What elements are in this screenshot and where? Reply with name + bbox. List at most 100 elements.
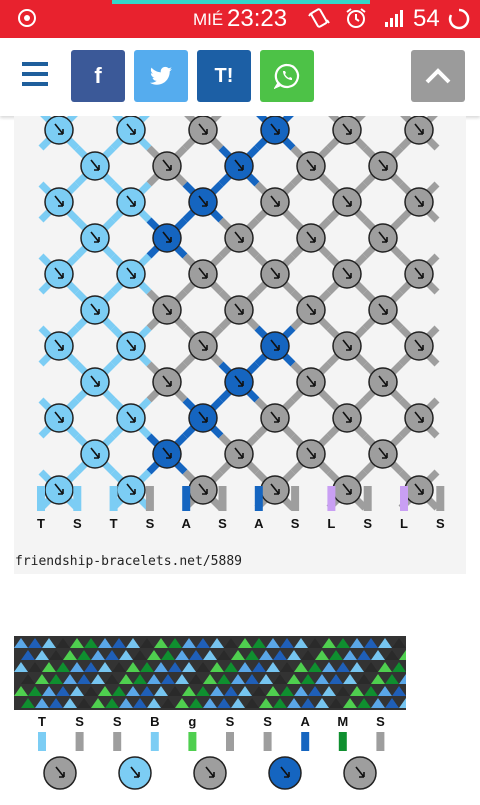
knot (332, 403, 362, 433)
knot (260, 187, 290, 217)
bracelet-stitch (280, 662, 294, 672)
bracelet-stitch (189, 650, 203, 660)
knot (80, 223, 110, 253)
bracelet-stitch (35, 650, 49, 660)
bracelet-stitch (371, 674, 385, 684)
knot (368, 439, 398, 469)
strand-label: M (337, 714, 348, 729)
bracelet-stitch (77, 650, 91, 660)
status-bar: MIÉ 23:23 54 (0, 0, 480, 38)
tumblr-share-button[interactable]: T! (197, 50, 251, 102)
bracelet-stitch (336, 662, 350, 672)
bracelet-stitch (252, 638, 266, 648)
strand-label: L (327, 516, 335, 531)
bracelet-stitch (168, 662, 182, 672)
knot (296, 439, 326, 469)
bracelet-stitch (21, 674, 35, 684)
strand-label: S (291, 516, 300, 531)
knot (152, 295, 182, 325)
bracelet-stitch (385, 674, 399, 684)
bracelet-stitch (14, 662, 28, 672)
knot (260, 259, 290, 289)
bracelet-stitch (322, 686, 336, 696)
bracelet-stitch (392, 638, 406, 648)
bracelet-stitch (119, 674, 133, 684)
knot (188, 259, 218, 289)
bracelet-stitch (301, 650, 315, 660)
bracelet-stitch (259, 674, 273, 684)
bracelet-stitch (231, 650, 245, 660)
strand-label: S (73, 516, 82, 531)
bracelet-stitch (49, 650, 63, 660)
bracelet-stitch (301, 674, 315, 684)
bracelet-stitch (315, 674, 329, 684)
page-load-progress (112, 0, 370, 4)
bracelet-stitch (161, 650, 175, 660)
knot (296, 295, 326, 325)
knot (260, 115, 290, 145)
knot (404, 403, 434, 433)
facebook-share-button[interactable]: f (71, 50, 125, 102)
bracelet-stitch (294, 638, 308, 648)
bracelet-stitch (315, 650, 329, 660)
bracelet-stitch (42, 686, 56, 696)
bracelet-stitch (140, 686, 154, 696)
bracelet-stitch (329, 698, 343, 708)
bracelet-stitch (168, 686, 182, 696)
bracelet-stitch (301, 698, 315, 708)
bracelet-stitch (224, 662, 238, 672)
bracelet-stitch (203, 674, 217, 684)
bracelet-stitch (35, 674, 49, 684)
bracelet-stitch (161, 674, 175, 684)
bracelet-preview (14, 636, 406, 710)
knot (296, 367, 326, 397)
strand-label: S (113, 714, 122, 729)
bracelet-stitch (126, 662, 140, 672)
bracelet-stitch (49, 674, 63, 684)
bracelet-stitch (56, 686, 70, 696)
bracelet-stitch (322, 662, 336, 672)
bracelet-stitch (266, 686, 280, 696)
bracelet-stitch (280, 686, 294, 696)
bracelet-stitch (343, 650, 357, 660)
strand-label: S (363, 516, 372, 531)
bracelet-stitch (245, 698, 259, 708)
whatsapp-share-button[interactable] (260, 50, 314, 102)
bracelet-stitch (98, 686, 112, 696)
bracelet-stitch (266, 638, 280, 648)
knot (188, 115, 218, 145)
bracelet-stitch (56, 638, 70, 648)
bracelet-stitch (259, 650, 273, 660)
bracelet-stitch (350, 638, 364, 648)
knot (188, 475, 218, 505)
bracelet-stitch (294, 662, 308, 672)
strand-label: S (376, 714, 385, 729)
knot (80, 367, 110, 397)
bracelet-stitch (350, 662, 364, 672)
knot (404, 115, 434, 145)
knot (188, 187, 218, 217)
bracelet-stitch (392, 662, 406, 672)
bracelet-stitch (245, 650, 259, 660)
knot (116, 331, 146, 361)
bracelet-stitch (252, 686, 266, 696)
strand-label: T (37, 516, 45, 531)
bracelet-stitch (252, 662, 266, 672)
twitter-share-button[interactable] (134, 50, 188, 102)
bracelet-stitch (336, 686, 350, 696)
bracelet-stitch (196, 662, 210, 672)
knot (260, 403, 290, 433)
bracelet-stitch (273, 698, 287, 708)
scroll-top-button[interactable] (411, 50, 465, 102)
bracelet-stitch (112, 686, 126, 696)
battery-level: 54 (413, 5, 440, 32)
whatsapp-icon (274, 63, 300, 89)
menu-icon[interactable] (22, 62, 48, 86)
bracelet-stitch (203, 650, 217, 660)
bracelet-stitch (371, 698, 385, 708)
bracelet-stitch (140, 638, 154, 648)
knot (224, 439, 254, 469)
knot (404, 331, 434, 361)
knot (44, 403, 74, 433)
